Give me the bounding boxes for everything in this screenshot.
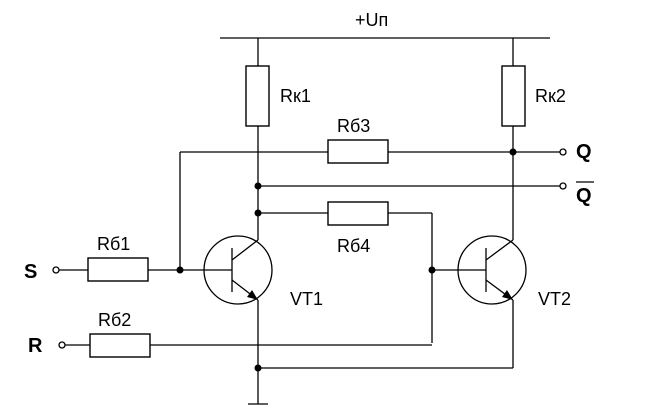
label-s: S	[24, 261, 37, 283]
node-emitter-common	[254, 364, 262, 372]
resistor-rk1	[245, 65, 270, 127]
label-rk1: Rк1	[280, 86, 311, 106]
label-rk2: Rк2	[535, 86, 566, 106]
label-r: R	[28, 335, 43, 357]
terminal-q-bar[interactable]	[559, 182, 567, 190]
label-rb4: Rб4	[337, 236, 370, 256]
label-rb2: Rб2	[98, 310, 131, 330]
node-q	[509, 148, 517, 156]
node-q-bar	[254, 182, 262, 190]
label-q-bar: Q	[576, 185, 592, 207]
label-vt2: VT2	[538, 289, 571, 309]
terminal-q[interactable]	[559, 148, 567, 156]
resistor-rk2	[501, 65, 526, 127]
transistor-vt1	[203, 235, 273, 305]
node-vt2-base	[428, 266, 436, 274]
label-rb1: Rб1	[97, 234, 130, 254]
supply-label: +Uп	[355, 10, 388, 30]
resistor-rb3	[327, 139, 389, 164]
node-vt1-base	[176, 266, 184, 274]
terminal-s[interactable]	[52, 266, 60, 274]
resistor-rb2	[89, 333, 151, 358]
transistor-vt2	[457, 235, 527, 305]
resistor-rb1	[87, 257, 149, 282]
label-vt1: VT1	[290, 289, 323, 309]
resistor-rb4	[327, 201, 389, 226]
label-rb3: Rб3	[337, 116, 370, 136]
terminal-r[interactable]	[58, 341, 66, 349]
label-q: Q	[576, 141, 592, 163]
node-rb4	[254, 209, 262, 217]
